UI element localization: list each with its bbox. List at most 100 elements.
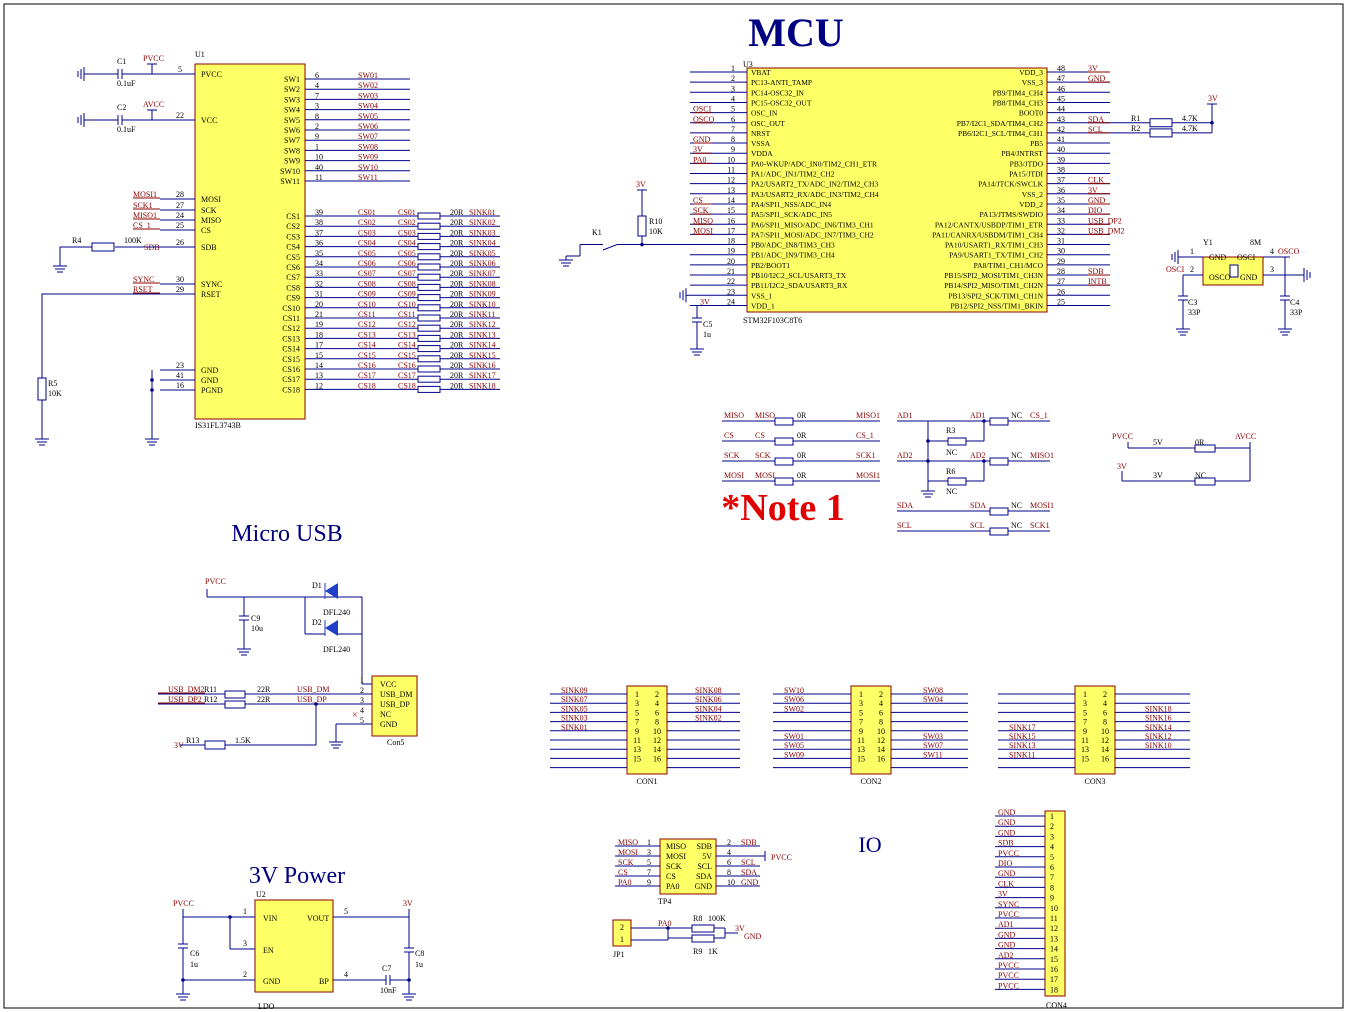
u3-pin-num: 11 (727, 166, 735, 175)
tp4-pin-num: 8 (727, 868, 731, 877)
sw-net: SW05 (358, 112, 378, 121)
diode-icon (325, 583, 338, 599)
u3-pin-num: 27 (1057, 277, 1065, 286)
cs-net: CS05 (358, 249, 376, 258)
u1-pin-num: 38 (315, 218, 323, 227)
sink-net: SINK01 (469, 208, 496, 217)
u3-pin-name: PB1/ADC_IN9/TIM3_CH4 (751, 251, 835, 260)
junction-dot (666, 926, 670, 930)
u3-pin-num: 25 (1057, 297, 1065, 306)
sink-resistor (417, 273, 441, 281)
header-pin-num: 12 (877, 736, 885, 745)
u3-pin-num: 23 (727, 287, 735, 296)
resistor-value: 20R (450, 310, 464, 319)
cs-net: CS16 (358, 361, 376, 370)
jumper-net-c: CS_1 (856, 431, 874, 440)
jp1-pin-num: 1 (620, 935, 624, 944)
cs-net: CS03 (358, 228, 376, 237)
r10-resistor (637, 215, 647, 237)
i2c-target-net: MOSI1 (1030, 501, 1054, 510)
u1-pin-num: 34 (315, 259, 323, 268)
sw-net: SW10 (358, 163, 378, 172)
cs-net: CS08 (358, 279, 376, 288)
junction-dot (407, 978, 411, 982)
header-left-net: SINK03 (561, 714, 588, 723)
header-right-net: SW08 (923, 686, 943, 695)
u1-pin-name: CS15 (282, 355, 300, 364)
u3-pin-name: PA0-WKUP/ADC_IN0/TIM2_CH1_ETR (751, 159, 877, 168)
con4-pin-num: 16 (1050, 965, 1058, 974)
u3-pin-num: 18 (727, 237, 735, 246)
sink-resistor (417, 222, 441, 230)
r9-ref: R9 (693, 947, 702, 956)
header-pin-num: 2 (655, 690, 659, 699)
cs-net: CS02 (358, 218, 376, 227)
r1-ref: R1 (1131, 114, 1140, 123)
y1-pin-name: OSCI (1237, 253, 1256, 262)
r8-ref: R8 (693, 914, 702, 923)
u3-pin-name: PB15/SPI2_MOSI/TIM1_CH3N (944, 271, 1043, 280)
tp4-pin-name: PA0 (666, 882, 680, 891)
sw-net: SW03 (358, 91, 378, 100)
jumper-net-b: CS (755, 431, 765, 440)
pin-num: 4 (344, 970, 348, 979)
diode-ref: D1 (312, 581, 322, 590)
con4-net: SDB (998, 839, 1014, 848)
jumper-net-b: SCK (755, 451, 771, 460)
r4-ref: R4 (72, 236, 81, 245)
con4-net: PVCC (998, 910, 1019, 919)
u3-pin-num: 46 (1057, 84, 1065, 93)
junction-dot (982, 419, 986, 423)
tp4-pin-num: 6 (727, 858, 731, 867)
junction-dot (926, 439, 930, 443)
u3-pin-num: 1 (731, 64, 735, 73)
u3-pin-name: VDD_1 (751, 301, 775, 310)
u3-pin-name: PB0/ADC_IN8/TIM3_CH3 (751, 241, 835, 250)
u3-pin-name: PA6/SPI1_MISO/ADC_IN6/TIM3_CH1 (751, 220, 874, 229)
u3-pin-num: 5 (731, 105, 735, 114)
header-left-net: SW06 (784, 695, 804, 704)
u3-right-net: USB_DM2 (1088, 226, 1124, 235)
resistor-value: 20R (450, 371, 464, 380)
tp4-left-net: MISO (618, 838, 638, 847)
con5-pin-num: 5 (360, 716, 364, 725)
osco-net: OSCO (1278, 247, 1300, 256)
i2c-net-2: SDA (970, 501, 986, 510)
u3-pin-num: 34 (1057, 206, 1065, 215)
ldo-ref: U2 (256, 890, 266, 899)
u1-pin-name: CS12 (282, 324, 300, 333)
u3-pin-name: PB12/SPI2_NSS/TIM1_BKIN (950, 301, 1043, 310)
u3-right-net: 3V (1088, 64, 1098, 73)
con4-pin-num: 6 (1050, 863, 1054, 872)
ldo-body (254, 899, 334, 993)
r4-value: 100K (124, 236, 142, 245)
u3-pin-name: PB13/SPI2_SCK/TIM1_CH1N (948, 291, 1043, 300)
cs-net: CS18 (358, 381, 376, 390)
tp4-pin-num: 9 (647, 878, 651, 887)
sw-net: SW08 (358, 142, 378, 151)
u3-pin-name: PB6/I2C1_SCL/TIM4_CH1 (958, 129, 1043, 138)
jp1-gnd-net: GND (744, 932, 762, 941)
header-pin-num: 13 (633, 745, 641, 754)
sdb-net: SDB (144, 243, 160, 252)
u3-pin-name: VSS_3 (1022, 78, 1044, 87)
u3-pin-num: 9 (731, 145, 735, 154)
u1-pin-name: CS10 (282, 304, 300, 313)
u3-right-net: 3V (1088, 186, 1098, 195)
header-pin-num: 6 (879, 708, 883, 717)
u3-body (746, 67, 1048, 313)
u3-right-net: SDB (1088, 267, 1104, 276)
u3-pin-name: VSS_2 (1022, 190, 1044, 199)
jumper-resistor (774, 457, 794, 466)
c4-value: 33P (1290, 308, 1303, 317)
junction-dot (314, 702, 318, 706)
resistor-value: 20R (450, 330, 464, 339)
u3-pin-num: 29 (1057, 257, 1065, 266)
con4-body (1044, 810, 1066, 997)
u3-pin-num: 10 (727, 155, 735, 164)
tp4-pin-num: 7 (647, 868, 651, 877)
tp4-left-net: SCK (618, 858, 634, 867)
pin-num: 1 (1190, 247, 1194, 256)
jp1-3v-net: 3V (735, 924, 745, 933)
header-pin-num: 4 (879, 699, 883, 708)
